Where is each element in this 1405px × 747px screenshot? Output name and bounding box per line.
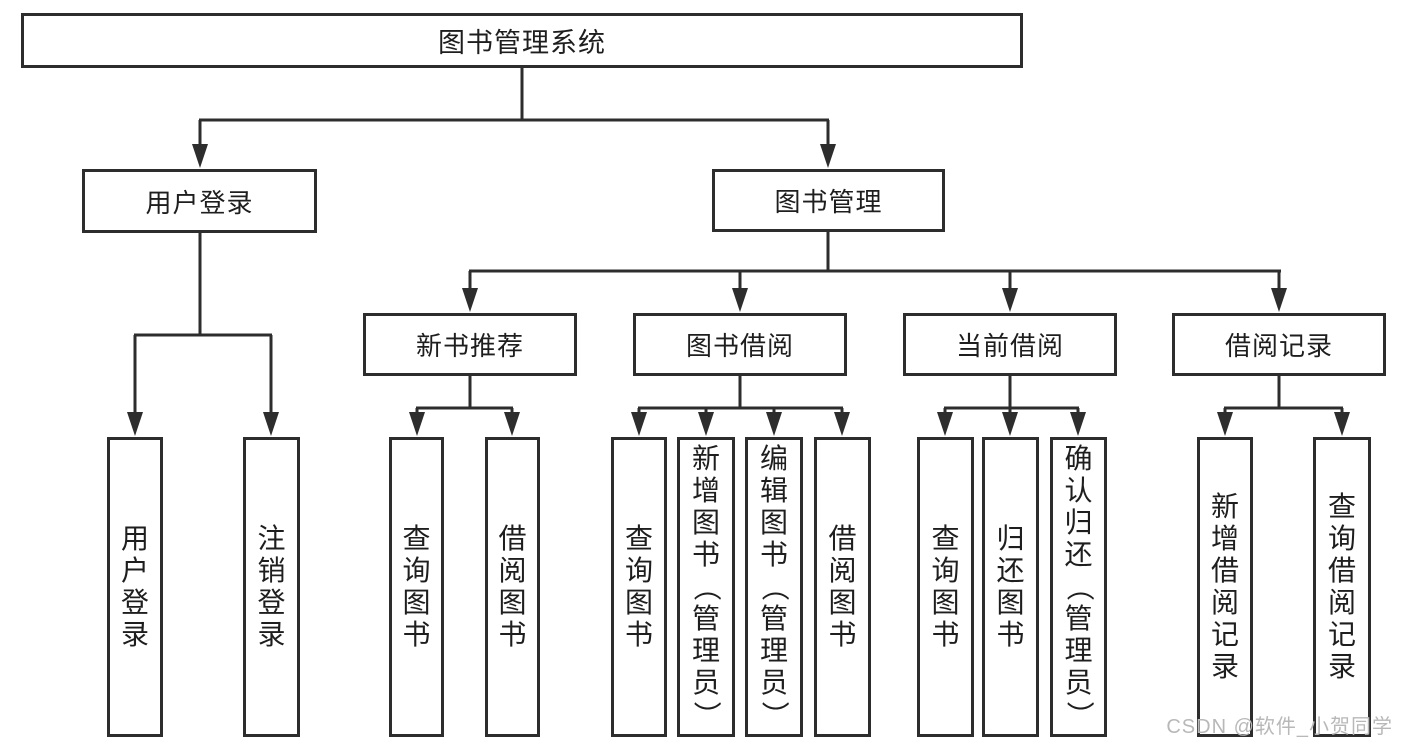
node-new-book-recommend: 新书推荐 <box>363 313 577 376</box>
node-leaf-rec-borrow-book: 借阅图书 <box>485 437 540 737</box>
node-leaf-bb-add-book-admin-label: 新增图书（管理员） <box>691 443 722 729</box>
node-book-borrowing: 图书借阅 <box>633 313 847 376</box>
node-leaf-bb-query-book-label: 查询图书 <box>624 523 653 650</box>
node-leaf-cb-confirm-return-admin-label: 确认归还（管理员） <box>1063 443 1095 729</box>
node-leaf-bb-edit-book-admin-label: 编辑图书（管理员） <box>759 443 790 729</box>
node-leaf-br-add-record-label: 新增借阅记录 <box>1210 491 1239 682</box>
node-current-borrowing: 当前借阅 <box>903 313 1117 376</box>
node-leaf-br-query-record-label: 查询借阅记录 <box>1327 491 1356 682</box>
node-book-management: 图书管理 <box>712 169 945 232</box>
node-library-system: 图书管理系统 <box>21 13 1023 68</box>
node-user-login: 用户登录 <box>82 169 317 233</box>
node-leaf-logout-label: 注销登录 <box>257 523 286 650</box>
node-leaf-logout: 注销登录 <box>243 437 300 737</box>
node-leaf-rec-query-book-label: 查询图书 <box>402 523 431 650</box>
node-user-login-label: 用户登录 <box>145 187 254 218</box>
node-book-management-label: 图书管理 <box>774 187 883 217</box>
node-leaf-user-login: 用户登录 <box>107 437 163 737</box>
node-book-borrowing-label: 图书借阅 <box>685 331 794 361</box>
node-leaf-cb-return-book-label: 归还图书 <box>996 523 1025 650</box>
node-leaf-bb-borrow-book: 借阅图书 <box>814 437 871 737</box>
node-leaf-cb-query-book: 查询图书 <box>917 437 974 737</box>
node-current-borrowing-label: 当前借阅 <box>955 331 1064 361</box>
node-new-book-recommend-label: 新书推荐 <box>415 331 524 361</box>
node-library-system-label: 图书管理系统 <box>438 28 606 58</box>
node-leaf-cb-return-book: 归还图书 <box>982 437 1039 737</box>
node-leaf-rec-borrow-book-label: 借阅图书 <box>498 523 527 650</box>
node-borrowing-records: 借阅记录 <box>1172 313 1386 376</box>
node-leaf-bb-add-book-admin: 新增图书（管理员） <box>677 437 735 737</box>
node-leaf-bb-edit-book-admin: 编辑图书（管理员） <box>745 437 803 737</box>
node-borrowing-records-label: 借阅记录 <box>1224 331 1333 361</box>
node-leaf-br-query-record: 查询借阅记录 <box>1313 437 1371 737</box>
node-leaf-cb-confirm-return-admin: 确认归还（管理员） <box>1050 437 1107 737</box>
node-leaf-bb-query-book: 查询图书 <box>611 437 667 737</box>
node-leaf-user-login-label: 用户登录 <box>120 523 149 650</box>
node-leaf-rec-query-book: 查询图书 <box>389 437 444 737</box>
watermark: CSDN @软件_小贺同学 <box>1166 716 1393 738</box>
node-leaf-cb-query-book-label: 查询图书 <box>931 523 960 650</box>
node-leaf-bb-borrow-book-label: 借阅图书 <box>828 523 857 650</box>
node-leaf-br-add-record: 新增借阅记录 <box>1197 437 1253 737</box>
